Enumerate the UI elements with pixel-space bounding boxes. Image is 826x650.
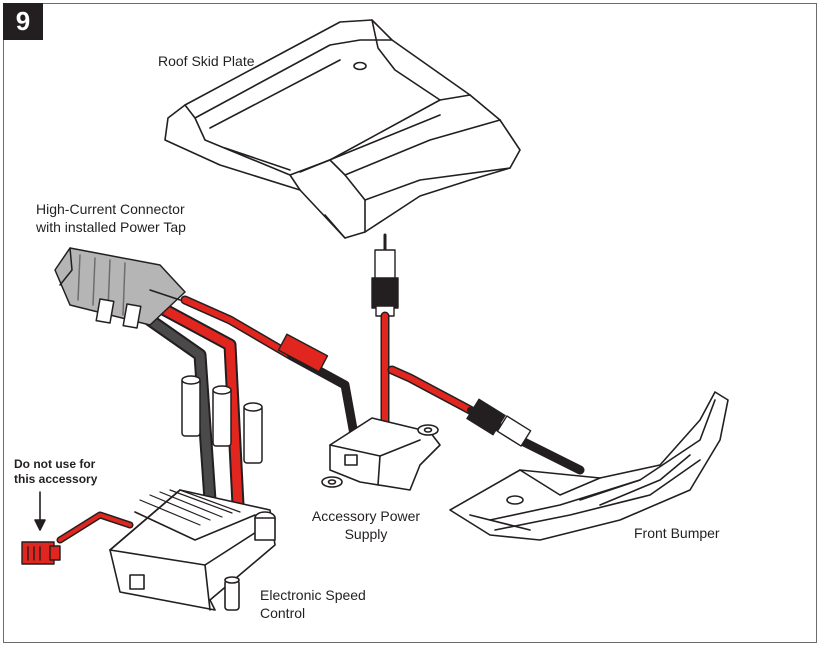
power-tap-connector xyxy=(277,333,329,373)
electronic-speed-control xyxy=(109,489,276,611)
label-do-not-use-line2: this accessory xyxy=(14,472,98,486)
label-accessory-power-supply-line1: Accessory Power xyxy=(311,508,421,524)
esc-capacitors xyxy=(181,375,263,464)
label-do-not-use-line1: Do not use for xyxy=(14,457,96,471)
bumper-connector-white xyxy=(496,415,532,447)
label-front-bumper: Front Bumper xyxy=(634,525,720,541)
label-high-current-connector-line1: High-Current Connector xyxy=(36,201,185,217)
high-current-connector xyxy=(54,247,186,329)
label-high-current-connector-line2: with installed Power Tap xyxy=(36,219,186,235)
do-not-use-connector xyxy=(21,541,61,565)
step-number-badge: 9 xyxy=(3,3,43,40)
figure-frame xyxy=(3,3,817,643)
label-esc-line2: Control xyxy=(260,605,306,621)
bumper-connector-black xyxy=(466,398,506,436)
label-accessory-power-supply-line2: Supply xyxy=(344,526,388,542)
warning-arrow-icon xyxy=(34,491,46,531)
skid-plate-connector xyxy=(371,233,399,317)
front-bumper xyxy=(449,391,729,541)
label-esc-line1: Electronic Speed xyxy=(260,587,366,603)
roof-skid-plate xyxy=(164,19,521,239)
label-roof-skid-plate: Roof Skid Plate xyxy=(158,53,255,69)
accessory-power-supply xyxy=(321,417,441,491)
